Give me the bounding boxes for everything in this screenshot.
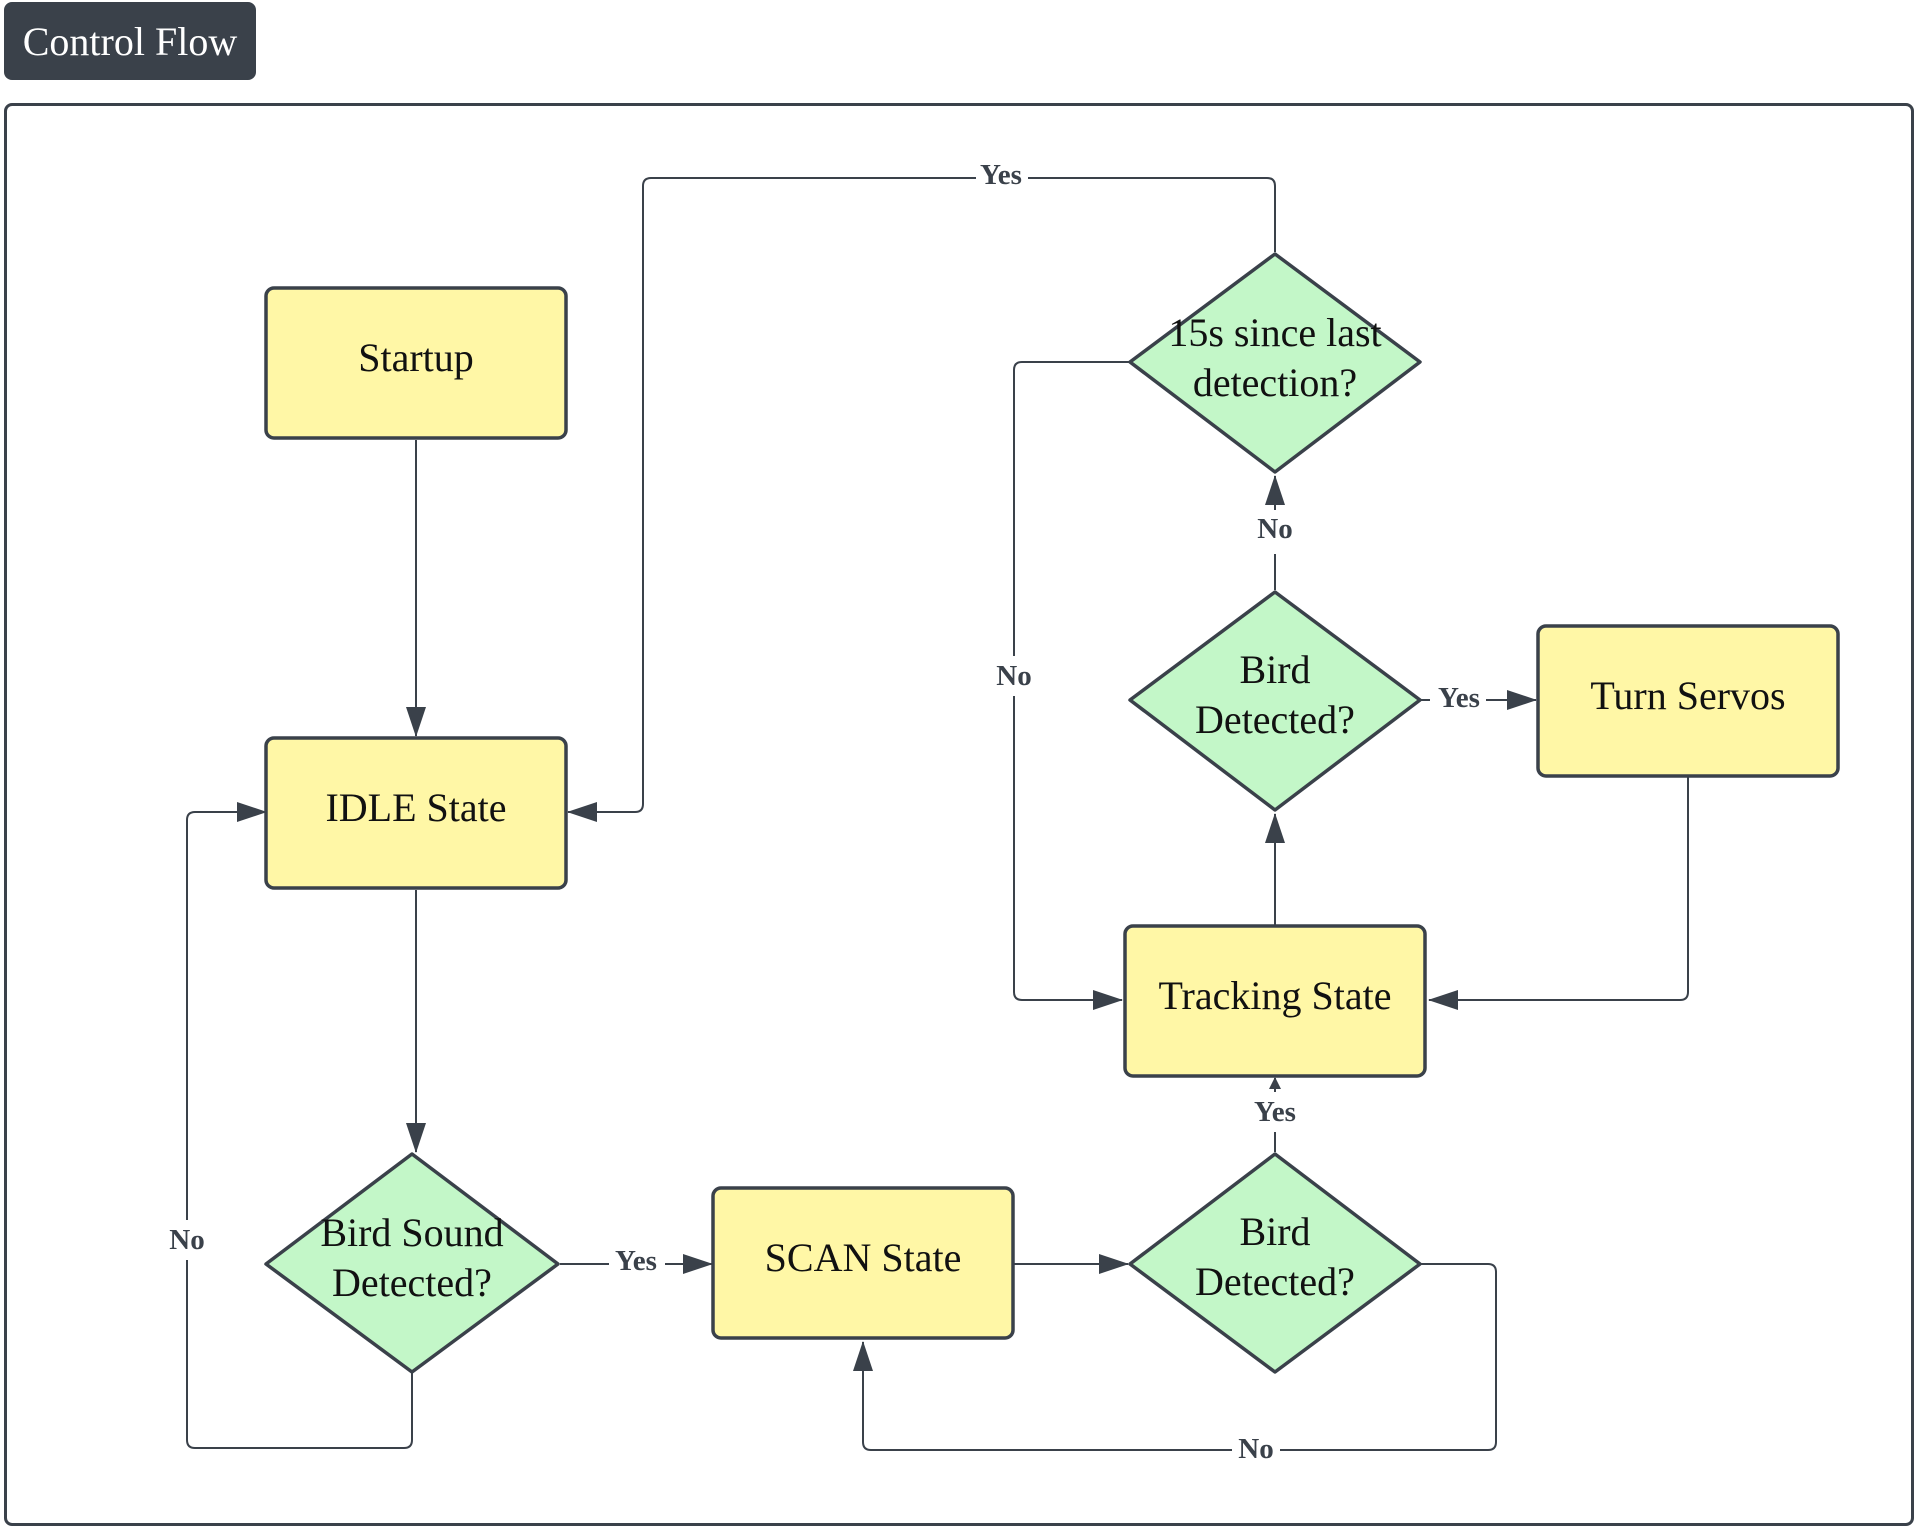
edge-timeout-idle-yes <box>567 177 1276 822</box>
label-bg <box>1247 1092 1303 1132</box>
label-bg <box>1232 1432 1280 1468</box>
node-bird-detected-scan[interactable]: Bird Detected? <box>1128 1152 1422 1374</box>
edge-label-sound-no: No <box>169 1224 204 1256</box>
node-label: Turn Servos <box>1590 673 1785 718</box>
edge-label-track-no: No <box>1257 513 1292 545</box>
edge-label-scan-yes: Yes <box>1254 1096 1296 1128</box>
edge-bird-detected-scan-no <box>853 1263 1497 1451</box>
node-scan-state[interactable]: SCAN State <box>711 1186 1015 1340</box>
node-label: Bird Sound <box>320 1210 503 1255</box>
label-bg <box>609 1244 665 1280</box>
node-label: IDLE State <box>325 785 506 830</box>
edge-label-timeout-no: No <box>996 660 1031 692</box>
edge-label-servos-yes: Yes <box>1438 682 1480 714</box>
node-label: detection? <box>1193 360 1357 405</box>
node-label: Startup <box>358 335 474 380</box>
node-label: Detected? <box>1195 1259 1355 1304</box>
node-bird-detected-track[interactable]: Bird Detected? <box>1128 590 1422 812</box>
diagram-frame <box>4 103 1914 1526</box>
node-tracking-state[interactable]: Tracking State <box>1123 924 1427 1078</box>
diagram-title: Control Flow <box>4 2 256 80</box>
node-label: Detected? <box>332 1260 492 1305</box>
node-label: Bird <box>1239 647 1310 692</box>
label-bg <box>163 1220 211 1260</box>
node-label: Bird <box>1239 1209 1310 1254</box>
edge-bird-sound-idle-no <box>186 802 413 1449</box>
label-bg <box>1249 510 1301 554</box>
node-label: 15s since last <box>1168 310 1381 355</box>
node-turn-servos[interactable]: Turn Servos <box>1536 624 1840 778</box>
label-bg <box>976 158 1028 194</box>
label-bg <box>1430 682 1486 716</box>
edge-turn-servos-tracking <box>1428 776 1689 1010</box>
node-label: Tracking State <box>1159 973 1392 1018</box>
edge-label-sound-yes: Yes <box>615 1245 657 1277</box>
node-startup[interactable]: Startup <box>264 286 568 440</box>
edge-labels: Yes No No Yes Yes No Yes No <box>163 158 1486 1468</box>
node-idle-state[interactable]: IDLE State <box>264 736 568 890</box>
node-label: SCAN State <box>765 1235 962 1280</box>
nodes: Startup IDLE State Bird Sound Detected? … <box>264 252 1840 1374</box>
edge-label-scan-no: No <box>1238 1433 1273 1465</box>
node-label: Detected? <box>1195 697 1355 742</box>
label-bg <box>990 656 1038 696</box>
edge-label-timeout-yes: Yes <box>980 159 1022 191</box>
node-timeout-check[interactable]: 15s since last detection? <box>1128 252 1422 474</box>
node-bird-sound-detected[interactable]: Bird Sound Detected? <box>264 1152 560 1374</box>
